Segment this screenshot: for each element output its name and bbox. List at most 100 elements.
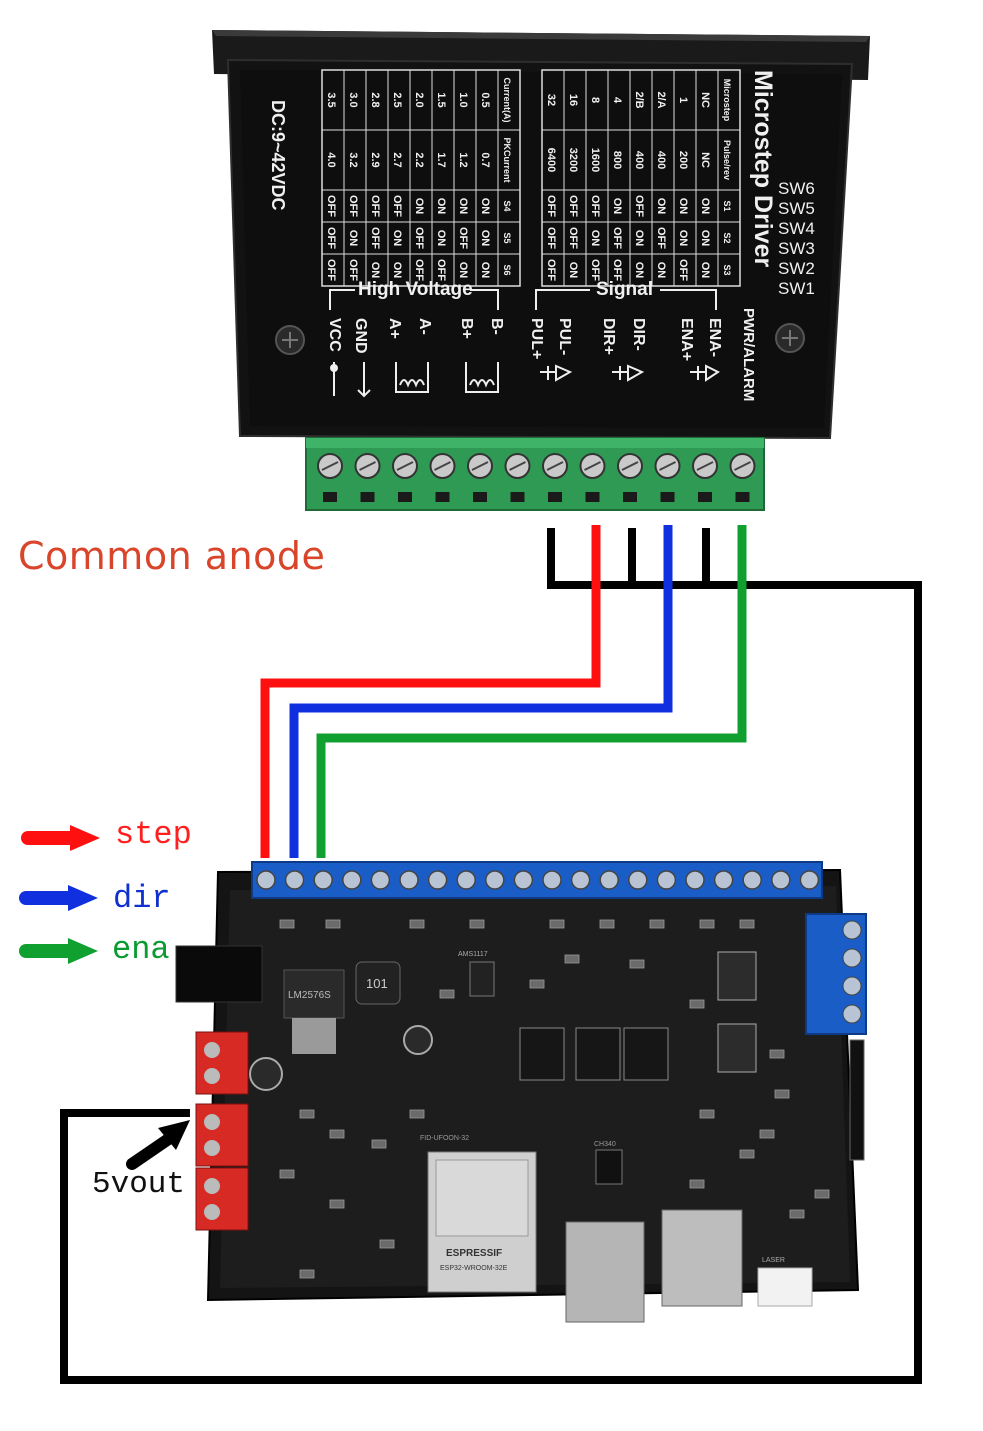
current-table-cell: ON <box>347 230 359 247</box>
microstep-table-cell: OFF <box>589 259 601 281</box>
usb-chip-label: CH340 <box>594 1141 616 1148</box>
wires <box>60 525 922 1384</box>
dir-label: dir <box>113 880 171 917</box>
microstep-table-cell: ON <box>677 198 689 215</box>
terminal-label: DIR- <box>630 318 647 351</box>
common-anode-label: Common anode <box>18 534 326 578</box>
microstep-table-cell: S1 <box>722 200 732 211</box>
sw-label: SW2 <box>778 259 815 278</box>
microstep-table-cell: 2/A <box>655 91 667 108</box>
current-table-cell: OFF <box>325 227 337 249</box>
microstep-table-cell: 800 <box>611 151 623 169</box>
microstep-table-cell: OFF <box>545 259 557 281</box>
5vout-arrow-icon <box>126 1120 190 1170</box>
esp32-module: ESPRESSIF ESP32-WROOM-32E <box>427 1151 537 1293</box>
microstep-table-cell: OFF <box>611 259 623 281</box>
microstep-table-cell: ON <box>699 230 711 247</box>
current-table-cell: 3.5 <box>325 92 337 107</box>
current-table-cell: 2.0 <box>413 92 425 107</box>
screw-icon <box>275 325 305 355</box>
current-table-cell: 2.9 <box>369 152 381 167</box>
microstep-table-cell: NC <box>699 152 711 168</box>
current-table-cell: ON <box>457 198 469 215</box>
microstep-table-cell: ON <box>589 230 601 247</box>
group-signal: Signal <box>596 279 653 300</box>
microstep-table: MicrostepPulse/revS1S2S3NCNCONONON1200ON… <box>541 69 741 287</box>
microstep-table-cell: 6400 <box>545 148 557 172</box>
microstep-table-cell: OFF <box>611 227 623 249</box>
5vout-label: 5vout <box>92 1167 186 1202</box>
ena-label: ena <box>112 931 170 968</box>
microstep-table-cell: NC <box>699 92 711 108</box>
terminal-label: ENA- <box>706 318 723 357</box>
current-table-cell: ON <box>391 230 403 247</box>
current-table-cell: 2.5 <box>391 92 403 107</box>
current-table-cell: OFF <box>413 227 425 249</box>
microstep-table-cell: ON <box>611 198 623 215</box>
dir-wire <box>289 525 673 858</box>
current-table-cell: ON <box>479 262 491 279</box>
current-table-cell: 3.0 <box>347 92 359 107</box>
microstep-table-cell: 2/B <box>633 91 645 108</box>
sw-label: SW1 <box>778 279 815 298</box>
microstep-table-cell: ON <box>633 230 645 247</box>
step-label: step <box>115 816 192 853</box>
current-table-cell: OFF <box>413 259 425 281</box>
driver-title: Microstep Driver <box>749 70 777 268</box>
current-table-cell: 1.2 <box>457 152 469 167</box>
microstep-table-cell: 1600 <box>589 148 601 172</box>
current-table-cell: 4.0 <box>325 152 337 167</box>
current-table-cell: OFF <box>325 195 337 217</box>
driver-supply: DC:9~42VDC <box>268 100 288 211</box>
current-table-cell: ON <box>413 198 425 215</box>
blue-terminal-right <box>805 913 867 1035</box>
microstep-table-cell: OFF <box>633 195 645 217</box>
microstep-table-cell: OFF <box>655 227 667 249</box>
terminal-label: ENA+ <box>678 318 695 361</box>
current-table-cell: 3.2 <box>347 152 359 167</box>
dc-jack <box>175 945 263 1003</box>
current-table-cell: 1.7 <box>435 152 447 167</box>
terminal-label: PUL- <box>556 318 573 355</box>
terminal-label: GND <box>352 318 369 354</box>
terminal-label: PUL+ <box>528 318 545 359</box>
current-table-cell: 2.2 <box>413 152 425 167</box>
microstep-table-cell: ON <box>699 198 711 215</box>
step-arrow-icon <box>21 825 100 851</box>
current-table-cell: ON <box>369 262 381 279</box>
current-table-cell: ON <box>435 230 447 247</box>
current-table-cell: 0.7 <box>479 152 491 167</box>
microstep-table-cell: 1 <box>677 97 689 103</box>
microstep-table-cell: ON <box>699 262 711 279</box>
microstep-table-cell: 3200 <box>567 148 579 172</box>
microstep-table-cell: OFF <box>567 195 579 217</box>
module-brand: ESPRESSIF <box>446 1248 502 1259</box>
current-table-cell: 1.5 <box>435 92 447 107</box>
driver-terminal-block <box>305 437 765 511</box>
dir-arrow-icon <box>19 885 98 911</box>
ldo-label: AMS1117 <box>458 951 488 958</box>
microstep-table-cell: ON <box>655 262 667 279</box>
red-terminals <box>195 1031 249 1231</box>
current-table-cell: S5 <box>502 232 512 243</box>
current-table-cell: Current(A) <box>502 78 512 123</box>
microstep-table-cell: OFF <box>545 227 557 249</box>
sd-slot <box>661 1209 743 1307</box>
microstep-table-cell: 200 <box>677 151 689 169</box>
microstep-table-cell: OFF <box>567 227 579 249</box>
microstep-table-cell: ON <box>567 262 579 279</box>
current-table-cell: 2.7 <box>391 152 403 167</box>
microstep-table-cell: S2 <box>722 232 732 243</box>
microstep-table-cell: ON <box>677 230 689 247</box>
current-table-cell: OFF <box>435 259 447 281</box>
current-table-cell: OFF <box>369 227 381 249</box>
terminal-label: VCC <box>326 318 343 352</box>
microstep-table-cell: ON <box>655 198 667 215</box>
sw-label: SW5 <box>778 199 815 218</box>
microstep-table-cell: OFF <box>545 195 557 217</box>
stepper-driver: Microstep Driver DC:9~42VDC MicrostepPul… <box>212 30 870 511</box>
microstep-table-cell: 8 <box>589 97 601 103</box>
